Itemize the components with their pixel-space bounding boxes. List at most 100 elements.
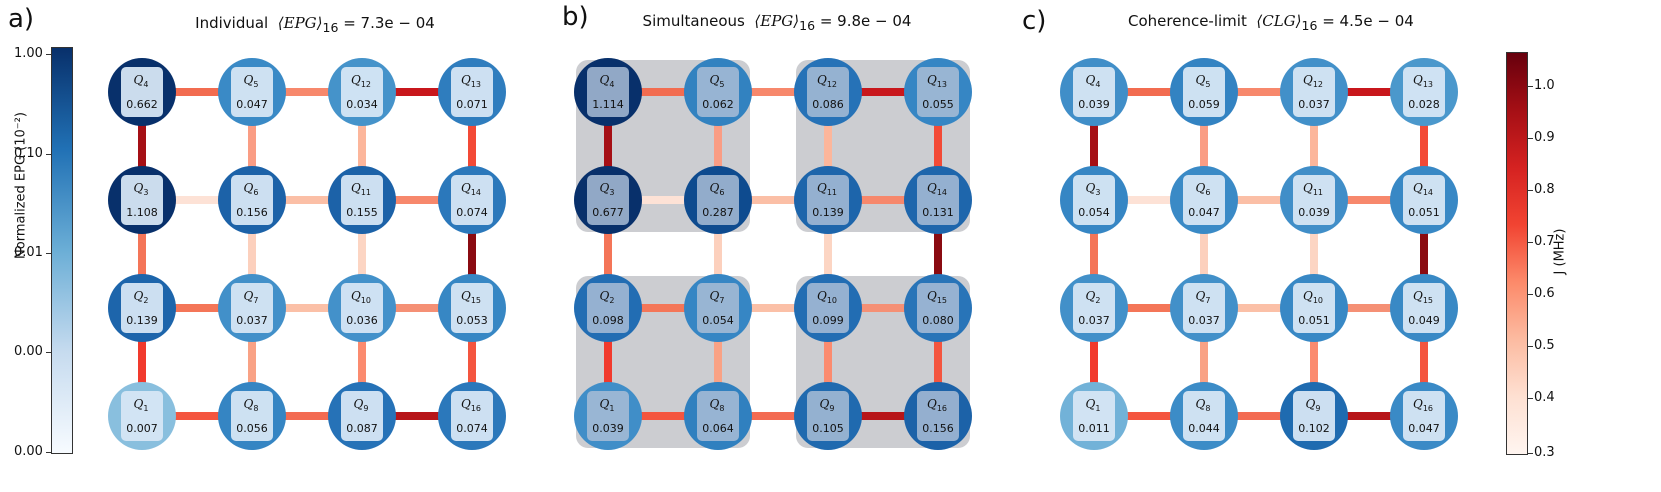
qubit-name: Q9 xyxy=(354,397,369,413)
qubit-error-value: 0.087 xyxy=(346,422,378,435)
coupling-colorbar-label: J (MHz) xyxy=(1552,228,1568,275)
panel-b-qubit-grid: Q41.114Q50.062Q120.086Q130.055Q30.677Q60… xyxy=(574,58,972,450)
qubit-name: Q5 xyxy=(710,73,725,89)
qubit-name: Q4 xyxy=(600,73,615,89)
qubit-node: Q4 0.039 xyxy=(1060,58,1128,126)
coupling-colorbar-tick-mark xyxy=(1528,294,1533,295)
qubit-error-value: 0.036 xyxy=(346,314,378,327)
epg-colorbar xyxy=(51,47,73,454)
qubit-label-box xyxy=(231,67,273,117)
qubit-error-value: 0.054 xyxy=(1078,206,1110,219)
panel-c-title-prefix: Coherence-limit xyxy=(1128,12,1247,30)
qubit-error-value: 0.039 xyxy=(1298,206,1330,219)
qubit-error-value: 0.037 xyxy=(1298,98,1330,111)
qubit-name: Q14 xyxy=(927,181,947,197)
panel-a-title-value: = 7.3e − 04 xyxy=(343,14,435,32)
panel-c-qubit-grid: Q40.039Q50.059Q120.037Q130.028Q30.054Q60… xyxy=(1060,58,1458,450)
qubit-name: Q7 xyxy=(1196,289,1211,305)
qubit-label-box xyxy=(1073,391,1115,441)
qubit-label-box xyxy=(697,67,739,117)
qubit-name: Q10 xyxy=(351,289,371,305)
panel-a-title-prefix: Individual xyxy=(195,14,269,32)
epg-colorbar-tick-label: 0.00 xyxy=(14,444,43,459)
qubit-name: Q12 xyxy=(1303,73,1323,89)
qubit-error-value: 0.139 xyxy=(126,314,158,327)
qubit-node: Q90.102 xyxy=(1280,382,1348,450)
qubit-node: Q40.662 xyxy=(108,58,176,126)
qubit-name: Q5 xyxy=(244,73,259,89)
panel-b-title-metric: ⟨EPG⟩ xyxy=(754,12,800,30)
qubit-label-box xyxy=(1293,391,1335,441)
qubit-node: Q12 0.037 xyxy=(1280,58,1348,126)
qubit-error-value: 0.098 xyxy=(592,314,624,327)
panel-a-title: Individual ⟨EPG⟩16 = 7.3e − 04 xyxy=(190,14,440,35)
panel-c-title-value: = 4.5e − 04 xyxy=(1322,12,1414,30)
qubit-error-value: 0.047 xyxy=(236,98,268,111)
qubit-node: Q11 0.155 xyxy=(328,166,396,234)
qubit-label-box xyxy=(341,283,383,333)
coupling-colorbar-tick-mark xyxy=(1528,242,1533,243)
qubit-label-box xyxy=(451,67,493,117)
panel-c-title: Coherence-limit ⟨CLG⟩16 = 4.5e − 04 xyxy=(1128,12,1414,33)
qubit-label-box xyxy=(1183,391,1225,441)
qubit-label-box xyxy=(451,175,493,225)
qubit-label-box xyxy=(1073,67,1115,117)
qubit-label-box xyxy=(121,175,163,225)
qubit-error-value: 0.037 xyxy=(236,314,268,327)
qubit-name: Q14 xyxy=(1413,181,1433,197)
qubit-name: Q14 xyxy=(461,181,481,197)
qubit-node: Q5 0.047 xyxy=(218,58,286,126)
qubit-node: Q10.007 xyxy=(108,382,176,450)
qubit-label-box xyxy=(1183,67,1225,117)
qubit-node: Q60.287 xyxy=(684,166,752,234)
qubit-node: Q9 0.087 xyxy=(328,382,396,450)
qubit-name: Q6 xyxy=(710,181,725,197)
epg-colorbar-tick-mark xyxy=(46,154,51,155)
qubit-name: Q12 xyxy=(817,73,837,89)
qubit-error-value: 0.064 xyxy=(702,422,734,435)
panel-b-title-value: = 9.8e − 04 xyxy=(819,12,912,30)
qubit-label-box xyxy=(807,283,849,333)
coupling-colorbar-tick-mark xyxy=(1528,453,1533,454)
qubit-node: Q50.062 xyxy=(684,58,752,126)
panel-c-title-metric: ⟨CLG⟩ xyxy=(1256,12,1302,30)
panel-b-letter: b) xyxy=(562,2,589,32)
qubit-name: Q16 xyxy=(927,397,947,413)
qubit-label-box xyxy=(1403,175,1445,225)
qubit-error-value: 0.099 xyxy=(812,314,844,327)
panel-b-title-prefix: Simultaneous xyxy=(642,12,745,30)
qubit-name: Q6 xyxy=(1196,181,1211,197)
qubit-error-value: 0.056 xyxy=(236,422,268,435)
epg-colorbar-label: Normalized EPG (10⁻²) xyxy=(13,112,29,259)
qubit-name: Q13 xyxy=(927,73,947,89)
qubit-error-value: 0.049 xyxy=(1408,314,1440,327)
panel-a-title-sub: 16 xyxy=(322,20,339,35)
qubit-name: Q7 xyxy=(710,289,725,305)
qubit-error-value: 0.074 xyxy=(456,206,488,219)
qubit-name: Q11 xyxy=(351,181,371,197)
qubit-label-box xyxy=(917,67,959,117)
qubit-name: Q8 xyxy=(1196,397,1211,413)
qubit-label-box xyxy=(451,391,493,441)
qubit-error-value: 0.051 xyxy=(1408,206,1440,219)
qubit-name: Q7 xyxy=(244,289,259,305)
qubit-error-value: 0.155 xyxy=(346,206,378,219)
qubit-name: Q9 xyxy=(820,397,835,413)
qubit-error-value: 0.011 xyxy=(1078,422,1110,435)
qubit-error-value: 0.080 xyxy=(922,314,954,327)
qubit-node: Q31.108 xyxy=(108,166,176,234)
coupling-colorbar-tick-label: 1.0 xyxy=(1534,78,1555,93)
qubit-name: Q15 xyxy=(461,289,481,305)
qubit-node: Q50.059 xyxy=(1170,58,1238,126)
qubit-name: Q12 xyxy=(351,73,371,89)
qubit-label-box xyxy=(807,391,849,441)
epg-colorbar-tick-mark xyxy=(46,253,51,254)
qubit-error-value: 0.039 xyxy=(1078,98,1110,111)
qubit-name: Q4 xyxy=(1086,73,1101,89)
